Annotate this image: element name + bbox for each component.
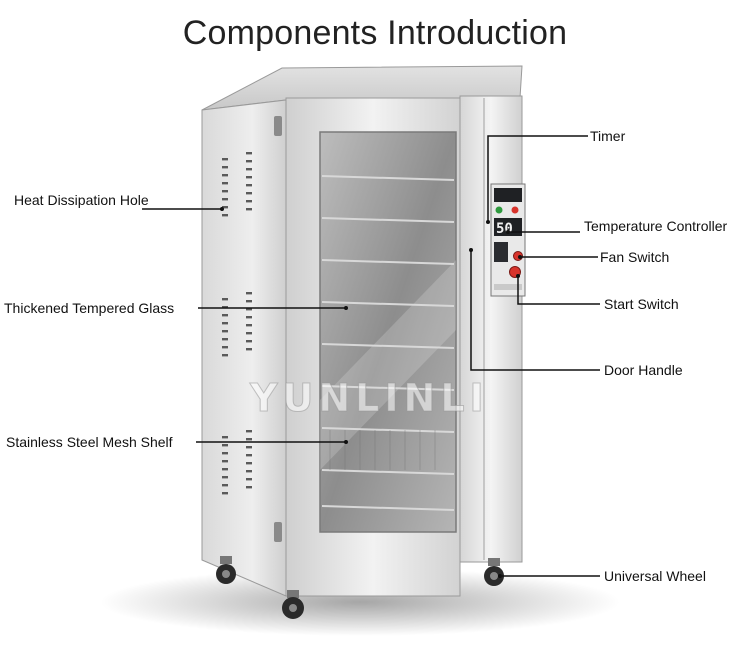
glass-reflection: [320, 260, 456, 470]
brand-plate: [494, 188, 522, 202]
red-indicator: [511, 206, 519, 214]
leader-timer: [487, 135, 588, 222]
upper-hinge: [274, 116, 282, 136]
heat-dissipation-holes: [222, 152, 252, 495]
lower-hinge: [274, 522, 282, 542]
leader-dots: [220, 207, 522, 578]
label-temperature-controller: Temperature Controller: [584, 218, 728, 234]
label-timer: Timer: [590, 128, 626, 144]
diagram-title: Components Introduction: [182, 14, 568, 52]
label-tempered-glass: Thickened Tempered Glass: [4, 300, 175, 316]
label-mesh-shelf: Stainless Steel Mesh Shelf: [6, 434, 173, 450]
label-universal-wheel: Universal Wheel: [604, 568, 706, 584]
label-start-switch: Start Switch: [604, 296, 679, 312]
label-fan-switch: Fan Switch: [600, 249, 670, 265]
tempered-glass-window: [319, 131, 457, 533]
label-door-handle: Door Handle: [604, 362, 683, 378]
shelf-mesh-texture: [329, 430, 436, 470]
control-column: [459, 95, 523, 563]
panel-footer-strip: [494, 284, 522, 290]
cabinet-side: [201, 99, 287, 597]
display-readout: 50: [496, 221, 513, 237]
mesh-shelves: [321, 175, 455, 511]
leader-handle: [470, 250, 600, 371]
leader-start: [517, 276, 600, 305]
watermark: YUNLINLI: [250, 376, 489, 421]
leader-lines: [142, 135, 600, 577]
controller-keys: [494, 242, 508, 262]
universal-wheels: [216, 556, 504, 619]
green-indicator: [495, 206, 503, 214]
label-heat-dissipation-hole: Heat Dissipation Hole: [14, 192, 149, 208]
